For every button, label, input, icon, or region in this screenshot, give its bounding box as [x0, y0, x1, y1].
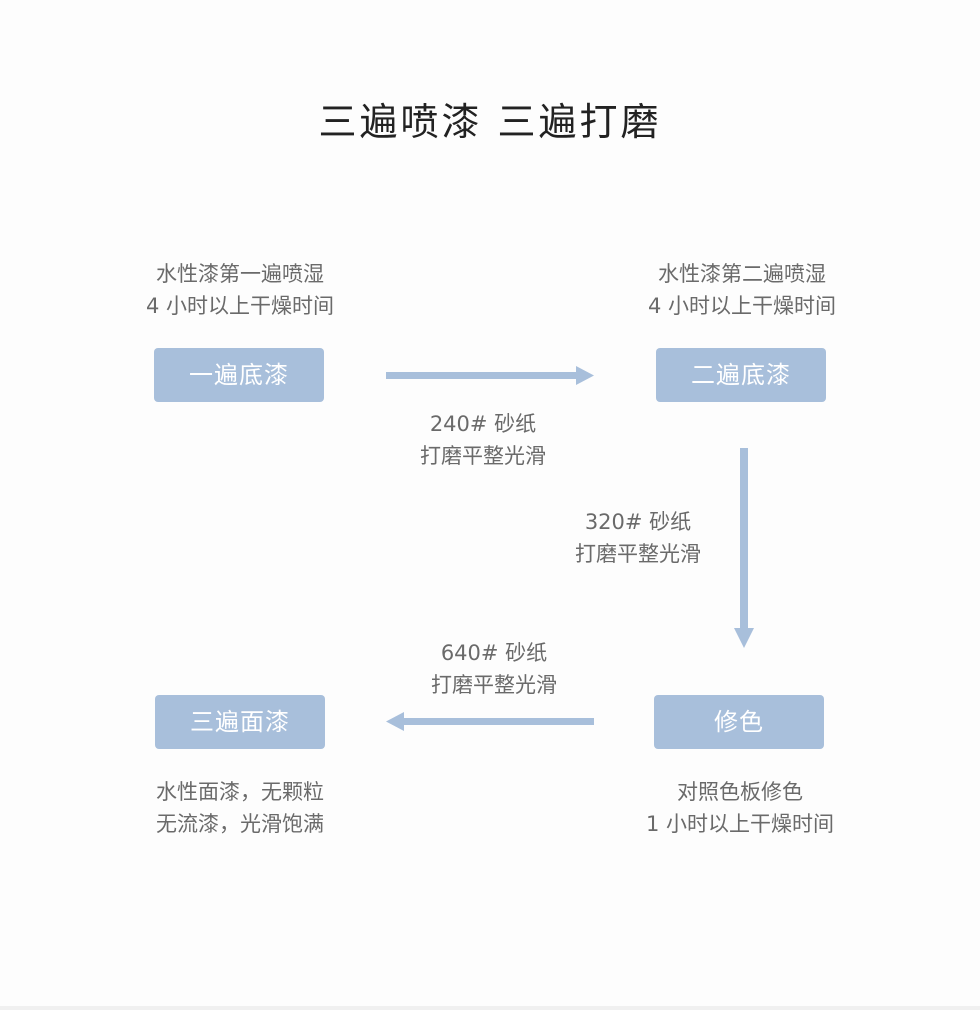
touch-up-color-box: 修色 — [654, 695, 824, 749]
arrow-left — [386, 712, 594, 731]
arrow-right — [386, 366, 594, 385]
sanding-640-note: 640# 砂纸 打磨平整光滑 — [384, 637, 604, 701]
sanding-640-line1: 640# 砂纸 — [440, 641, 548, 665]
second-coat-description: 水性漆第二遍喷湿 4 小时以上干燥时间 — [592, 258, 892, 322]
top-coat-description: 水性面漆，无颗粒 无流漆，光滑饱满 — [90, 776, 390, 840]
first-coat-description: 水性漆第一遍喷湿 4 小时以上干燥时间 — [90, 258, 390, 322]
arrow-down — [734, 448, 754, 648]
first-coat-desc-line2: 4 小时以上干燥时间 — [145, 294, 335, 318]
touch-up-description: 对照色板修色 1 小时以上干燥时间 — [590, 776, 890, 840]
third-top-coat-box: 三遍面漆 — [155, 695, 325, 749]
sanding-320-line1: 320# 砂纸 — [584, 510, 692, 534]
touch-up-desc-line2: 1 小时以上干燥时间 — [645, 812, 835, 836]
sanding-240-line1: 240# 砂纸 — [429, 412, 537, 436]
second-base-coat-box: 二遍底漆 — [656, 348, 826, 402]
second-coat-desc-line1: 水性漆第二遍喷湿 — [658, 262, 826, 286]
top-coat-desc-line2: 无流漆，光滑饱满 — [156, 812, 324, 836]
touch-up-desc-line1: 对照色板修色 — [677, 780, 803, 804]
page-title: 三遍喷漆 三遍打磨 — [318, 100, 662, 144]
sanding-240-line2: 打磨平整光滑 — [420, 444, 546, 468]
sanding-320-note: 320# 砂纸 打磨平整光滑 — [528, 506, 748, 570]
second-coat-desc-line2: 4 小时以上干燥时间 — [647, 294, 837, 318]
top-coat-desc-line1: 水性面漆，无颗粒 — [156, 780, 324, 804]
sanding-240-note: 240# 砂纸 打磨平整光滑 — [373, 408, 593, 472]
first-base-coat-box: 一遍底漆 — [154, 348, 324, 402]
sanding-320-line2: 打磨平整光滑 — [575, 542, 701, 566]
first-coat-desc-line1: 水性漆第一遍喷湿 — [156, 262, 324, 286]
sanding-640-line2: 打磨平整光滑 — [431, 673, 557, 697]
bottom-divider — [0, 1006, 980, 1010]
